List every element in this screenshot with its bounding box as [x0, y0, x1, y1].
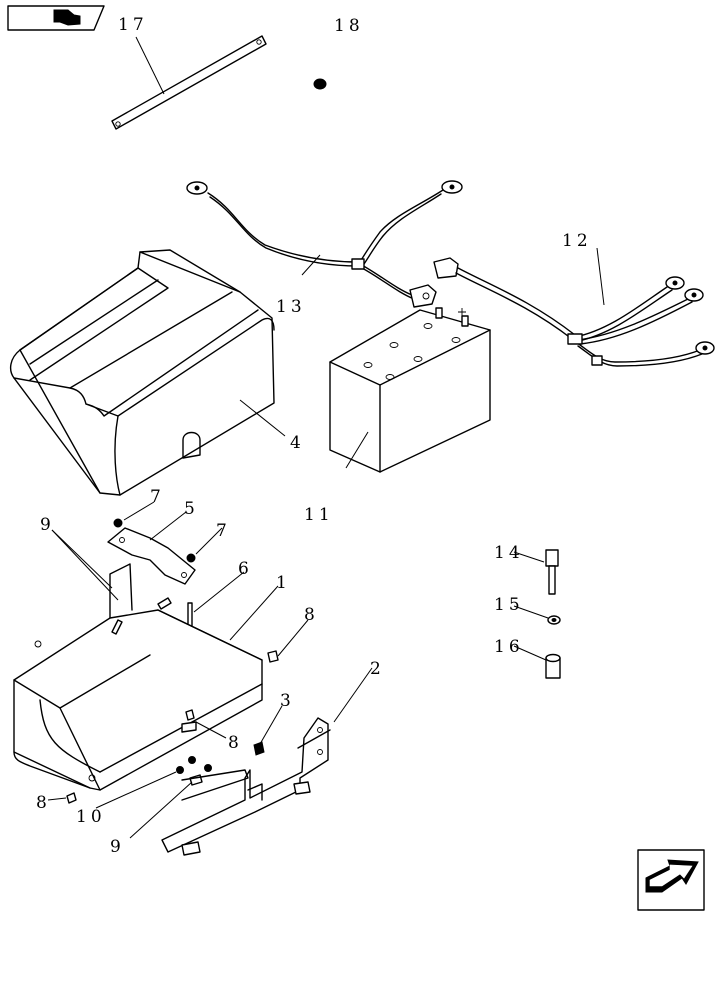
callout-8c: 8	[36, 793, 51, 813]
callout-4: 4	[290, 433, 305, 453]
callout-9a: 9	[40, 515, 55, 535]
callout-8a: 8	[304, 605, 319, 625]
bolt-part-9	[111, 597, 212, 786]
battery-part-11	[329, 307, 491, 473]
callout-labels: 17 18 13 12 4 11 7 5 7 9 6 1 8 8 3 2 8 1…	[36, 15, 592, 857]
callout-15: 15	[494, 595, 524, 615]
callout-12: 12	[562, 231, 592, 251]
callout-8b: 8	[228, 733, 243, 753]
nut-part-7	[113, 518, 196, 563]
washer-part-10	[176, 766, 184, 774]
nut-part-18	[313, 78, 327, 90]
callout-2: 2	[370, 659, 385, 679]
next-page-arrow-icon[interactable]	[637, 849, 705, 911]
screw-part-8	[66, 650, 279, 804]
callout-1: 1	[276, 573, 291, 593]
callout-18: 18	[334, 16, 364, 36]
callout-6: 6	[238, 559, 253, 579]
callout-14: 14	[494, 543, 524, 563]
callout-11: 11	[304, 505, 334, 525]
callout-17: 17	[118, 15, 148, 35]
spacer-part-16	[545, 653, 561, 679]
cable-part-12	[433, 257, 715, 367]
callout-3: 3	[280, 691, 295, 711]
callout-7a: 7	[150, 487, 165, 507]
battery-tray-part-1	[13, 563, 263, 791]
clip-part-3	[253, 741, 265, 756]
washer-part-15	[547, 615, 561, 625]
callout-10: 10	[76, 807, 106, 827]
callout-5: 5	[184, 499, 199, 519]
cable-part-13	[186, 180, 463, 308]
callout-7b: 7	[216, 521, 231, 541]
callout-13: 13	[276, 297, 306, 317]
callout-9b: 9	[110, 837, 125, 857]
book-page-icon[interactable]	[7, 5, 105, 31]
battery-cover-part-4	[9, 249, 275, 496]
plate-part-5	[107, 527, 196, 585]
bolt-part-14	[545, 549, 559, 595]
callout-16: 16	[494, 637, 524, 657]
strap-part-17	[111, 35, 267, 130]
leader-lines	[47, 36, 605, 839]
bracket-part-2	[161, 717, 331, 856]
